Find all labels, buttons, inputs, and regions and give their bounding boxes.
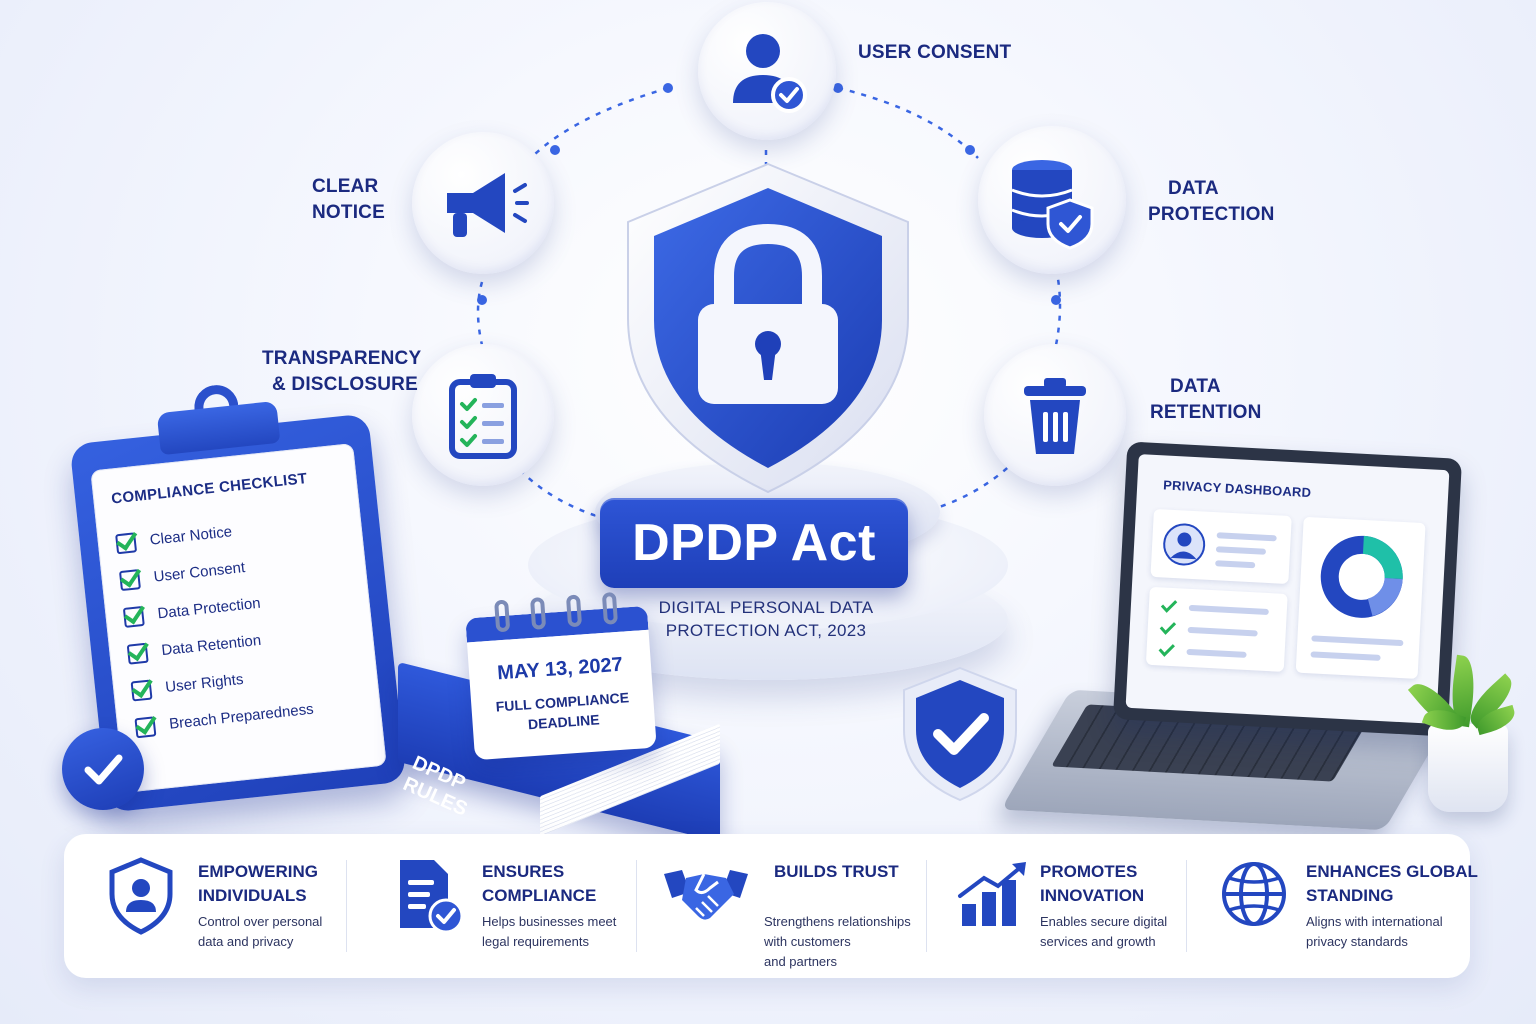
data-retention-node[interactable] bbox=[984, 344, 1126, 486]
checklist-title: COMPLIANCE CHECKLIST bbox=[110, 470, 309, 508]
megaphone-icon bbox=[447, 173, 529, 237]
clipboard-checklist-icon bbox=[449, 374, 517, 459]
benefits-panel: EMPOWERING INDIVIDUALS Control over pers… bbox=[64, 834, 1478, 978]
user-consent-label: USER CONSENT bbox=[858, 42, 1012, 63]
benefit-enhances-global-standing: ENHANCES GLOBAL STANDING Aligns with int… bbox=[1186, 834, 1478, 978]
check-list-icon bbox=[1158, 600, 1178, 657]
checks-card bbox=[1145, 586, 1288, 672]
benefit-builds-trust: BUILDS TRUST Strengthens relationships w… bbox=[636, 834, 926, 978]
checkbox-checked-icon bbox=[130, 679, 153, 701]
clear-notice-label: CLEAR NOTICE bbox=[312, 176, 385, 223]
check-badge-icon bbox=[62, 728, 144, 810]
dashboard-title: PRIVACY DASHBOARD bbox=[1162, 477, 1312, 501]
handshake-icon bbox=[664, 870, 748, 920]
laptop-screen: PRIVACY DASHBOARD bbox=[1112, 441, 1463, 737]
benefit-promotes-innovation: PROMOTES INNOVATION Enables secure digit… bbox=[926, 834, 1186, 978]
donut-chart-icon bbox=[1320, 535, 1403, 618]
central-shield-lock-icon bbox=[627, 162, 909, 494]
checkbox-checked-icon bbox=[118, 568, 141, 591]
data-protection-label: DATA PROTECTION bbox=[1148, 178, 1275, 225]
deadline-note: FULL COMPLIANCE DEADLINE bbox=[495, 689, 630, 733]
user-consent-node[interactable] bbox=[698, 2, 836, 140]
checkbox-checked-icon bbox=[126, 642, 149, 665]
dpdp-act-title: DPDP Act bbox=[600, 498, 908, 588]
benefit-empowering-individuals: EMPOWERING INDIVIDUALS Control over pers… bbox=[64, 834, 346, 978]
shield-check-icon bbox=[903, 666, 1017, 802]
checkbox-checked-icon bbox=[115, 531, 138, 554]
act-subtitle: DIGITAL PERSONAL DATA PROTECTION ACT, 20… bbox=[658, 598, 874, 640]
plant-pot bbox=[1428, 724, 1508, 812]
profile-card bbox=[1150, 508, 1292, 585]
clear-notice-node[interactable] bbox=[412, 132, 554, 274]
chart-card bbox=[1295, 516, 1426, 679]
data-protection-node[interactable] bbox=[978, 126, 1126, 274]
benefit-ensures-compliance: ENSURES COMPLIANCE Helps businesses meet… bbox=[346, 834, 636, 978]
shield-user-icon bbox=[109, 857, 173, 935]
globe-icon bbox=[1222, 862, 1286, 926]
transparency-label: TRANSPARENCY & DISCLOSURE bbox=[262, 348, 422, 395]
transparency-node[interactable] bbox=[412, 344, 554, 486]
trash-icon bbox=[1024, 378, 1086, 454]
checkbox-checked-icon bbox=[122, 605, 145, 628]
deadline-calendar: MAY 13, 2027 FULL COMPLIANCE DEADLINE bbox=[465, 591, 657, 761]
deadline-date: MAY 13, 2027 bbox=[496, 653, 624, 685]
user-check-icon bbox=[733, 34, 807, 113]
checkbox-checked-icon bbox=[134, 715, 157, 738]
data-retention-label: DATA RETENTION bbox=[1150, 376, 1262, 423]
database-shield-icon bbox=[1011, 160, 1094, 250]
growth-chart-icon bbox=[958, 862, 1026, 926]
document-check-icon bbox=[400, 860, 464, 934]
user-avatar-icon bbox=[1163, 523, 1206, 566]
